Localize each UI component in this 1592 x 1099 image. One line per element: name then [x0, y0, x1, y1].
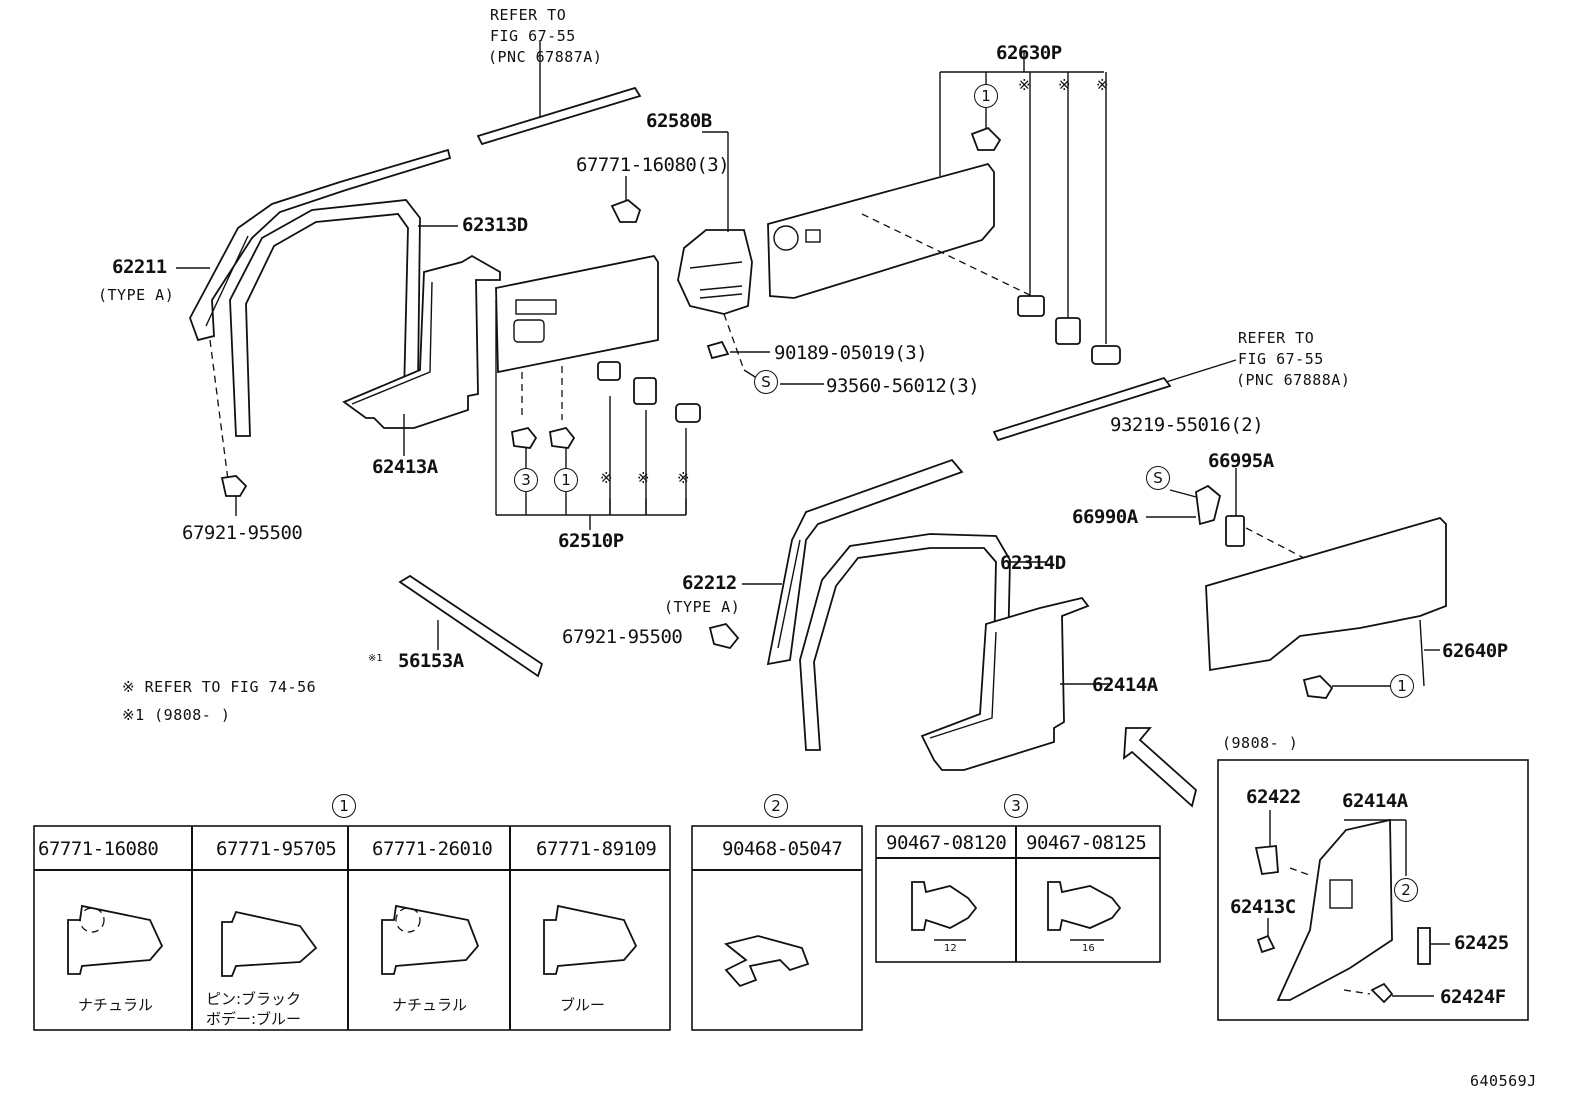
- t2-col1-part: 90468-05047: [722, 838, 843, 860]
- part-67771-16080-qty: 67771-16080(3): [576, 154, 730, 176]
- type-a-label-1: (TYPE A): [98, 286, 175, 304]
- part-90189-05019: 90189-05019(3): [774, 342, 928, 364]
- type-a-label-2: (TYPE A): [664, 598, 741, 616]
- t1-col4-part: 67771-89109: [536, 838, 657, 860]
- ref-mark-e: ※: [637, 469, 650, 487]
- assist-grip-parts: [1146, 468, 1305, 559]
- callout-1-top: 1: [974, 84, 998, 108]
- clip-67771-16080: [610, 176, 642, 223]
- part-56153A: 56153A: [398, 650, 464, 672]
- part-62580B: 62580B: [646, 110, 712, 132]
- inset-part-62425: 62425: [1454, 932, 1509, 954]
- fastener-table-2: [691, 825, 863, 1031]
- scuff-plate-62413A: [342, 254, 501, 456]
- fastener-table-3: [875, 825, 1161, 963]
- clip-67921-front: [220, 475, 248, 516]
- part-62640P: 62640P: [1442, 640, 1508, 662]
- t1-col3-part: 67771-26010: [372, 838, 493, 860]
- note-date-range: ※1 (9808- ): [122, 706, 231, 724]
- part-62211: 62211: [112, 256, 167, 278]
- refer-label-mid: REFER TO: [1238, 329, 1315, 347]
- part-62413A: 62413A: [372, 456, 438, 478]
- ref-mark-a: ※: [1018, 76, 1031, 94]
- refer-label-top: REFER TO: [490, 6, 567, 24]
- inset-part-62422: 62422: [1246, 786, 1301, 808]
- screw-mark-s-2: S: [1146, 466, 1170, 490]
- belt-moulding-rear: [992, 359, 1237, 442]
- refer-pnc-top: (PNC 67887A): [488, 48, 603, 66]
- ref-mark-d: ※: [600, 469, 613, 487]
- refer-fig-mid: FIG 67-55: [1238, 350, 1324, 368]
- t1-col4-note: ブルー: [560, 996, 606, 1014]
- t3-col1-dim: 12: [944, 943, 957, 954]
- part-66995A: 66995A: [1208, 450, 1274, 472]
- ref-mark-c: ※: [1096, 76, 1109, 94]
- belt-moulding-front: [476, 40, 642, 146]
- part-93560-56012: 93560-56012(3): [826, 375, 980, 397]
- weatherstrip-56153A: [398, 574, 544, 678]
- panel-clips-62510P: [510, 361, 701, 449]
- pillar-garnish-62212: [708, 458, 964, 666]
- inset-part-62413C: 62413C: [1230, 896, 1296, 918]
- part-62212: 62212: [682, 572, 737, 594]
- t1-col2-note-pin: ピン:ブラック: [206, 990, 302, 1008]
- figure-id: 640569J: [1470, 1072, 1537, 1090]
- inset-part-62424F: 62424F: [1440, 986, 1506, 1008]
- t3-col2-part: 90467-08125: [1026, 832, 1147, 854]
- trim-panel-62640P: [1205, 516, 1447, 699]
- t1-col1-note: ナチュラル: [78, 996, 154, 1014]
- clip-illustrations: [67, 904, 638, 977]
- t3-col1-part: 90467-08120: [886, 832, 1007, 854]
- part-62630P: 62630P: [996, 42, 1062, 64]
- part-62414A: 62414A: [1092, 674, 1158, 696]
- part-66990A: 66990A: [1072, 506, 1138, 528]
- table-3-number: 3: [1004, 794, 1028, 818]
- callout-2-inset: 2: [1394, 878, 1418, 902]
- callout-1-panel: 1: [554, 468, 578, 492]
- part-62313D: 62313D: [462, 214, 528, 236]
- part-67921-95500-b: 67921-95500: [562, 626, 683, 648]
- t1-col2-note-body: ボデー:ブルー: [206, 1010, 302, 1028]
- ref-mark-f: ※: [677, 469, 690, 487]
- refer-fig-top: FIG 67-55: [490, 27, 576, 45]
- part-62510P: 62510P: [558, 530, 624, 552]
- view-arrow: [1122, 727, 1198, 808]
- note-1-mark: ※1: [368, 653, 383, 664]
- inset-detail: [1217, 759, 1529, 1021]
- part-62314D: 62314D: [1000, 552, 1066, 574]
- callout-3-panel: 3: [514, 468, 538, 492]
- callout-1-rear: 1: [1390, 674, 1414, 698]
- part-93219-55016: 93219-55016(2): [1110, 414, 1264, 436]
- t1-col3-note: ナチュラル: [392, 996, 468, 1014]
- table-1-number: 1: [332, 794, 356, 818]
- fastener-table-1: [33, 825, 671, 1031]
- front-pillar-garnish-62211: [176, 148, 452, 481]
- table-2-number: 2: [764, 794, 788, 818]
- trim-panel-62630P: [767, 52, 1121, 365]
- scuff-plate-62414A: [920, 596, 1110, 771]
- trim-panel-62510P: [495, 254, 687, 530]
- bracket-62580B: [677, 131, 824, 385]
- inset-date-range: (9808- ): [1222, 734, 1299, 752]
- part-67921-95500-a: 67921-95500: [182, 522, 303, 544]
- inset-part-62414A: 62414A: [1342, 790, 1408, 812]
- t3-col2-dim: 16: [1082, 943, 1095, 954]
- refer-pnc-mid: (PNC 67888A): [1236, 371, 1351, 389]
- screw-mark-s: S: [754, 370, 778, 394]
- t1-col1-part: 67771-16080: [38, 838, 159, 860]
- note-refer-fig: ※ REFER TO FIG 74-56: [122, 678, 317, 696]
- ref-mark-b: ※: [1058, 76, 1071, 94]
- t1-col2-part: 67771-95705: [216, 838, 337, 860]
